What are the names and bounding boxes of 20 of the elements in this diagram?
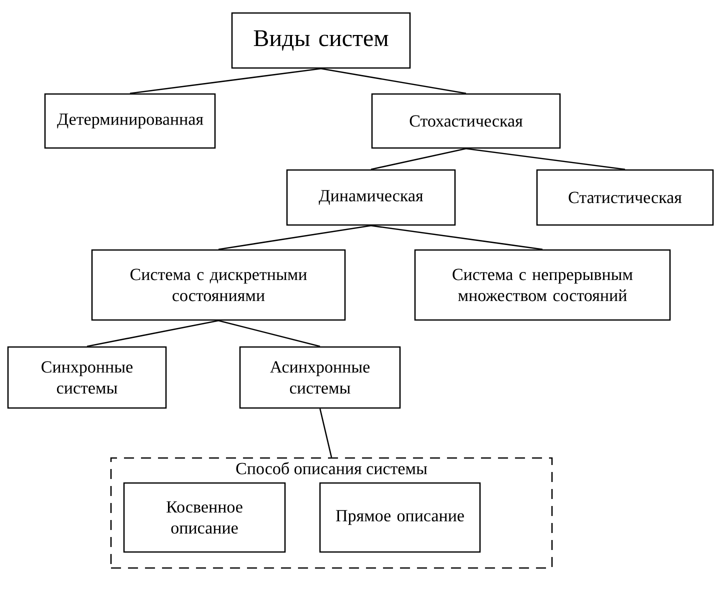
connector-line [130, 68, 322, 94]
connector-line [218, 225, 372, 250]
connector-line [86, 320, 219, 347]
category-box: Прямое описание [319, 482, 481, 553]
connector-line [466, 148, 626, 170]
connector-line [320, 68, 466, 94]
category-box: Асинхронные системы [239, 346, 401, 409]
category-box: Стохастическая [371, 93, 561, 149]
category-box: Косвенное описание [123, 482, 286, 553]
category-box: Система с дискретными состояниями [91, 249, 346, 321]
category-box: Система с непрерывным множеством состояний [414, 249, 671, 321]
category-box: Детерминированная [44, 93, 216, 149]
category-box: Виды систем [231, 12, 411, 69]
category-box: Синхронные системы [7, 346, 167, 409]
connector-line [218, 320, 320, 347]
category-box: Статистическая [536, 169, 714, 226]
connector-line [319, 408, 332, 458]
category-box: Динамическая [286, 169, 456, 226]
connector-line [370, 148, 466, 170]
connector-line [370, 225, 543, 250]
